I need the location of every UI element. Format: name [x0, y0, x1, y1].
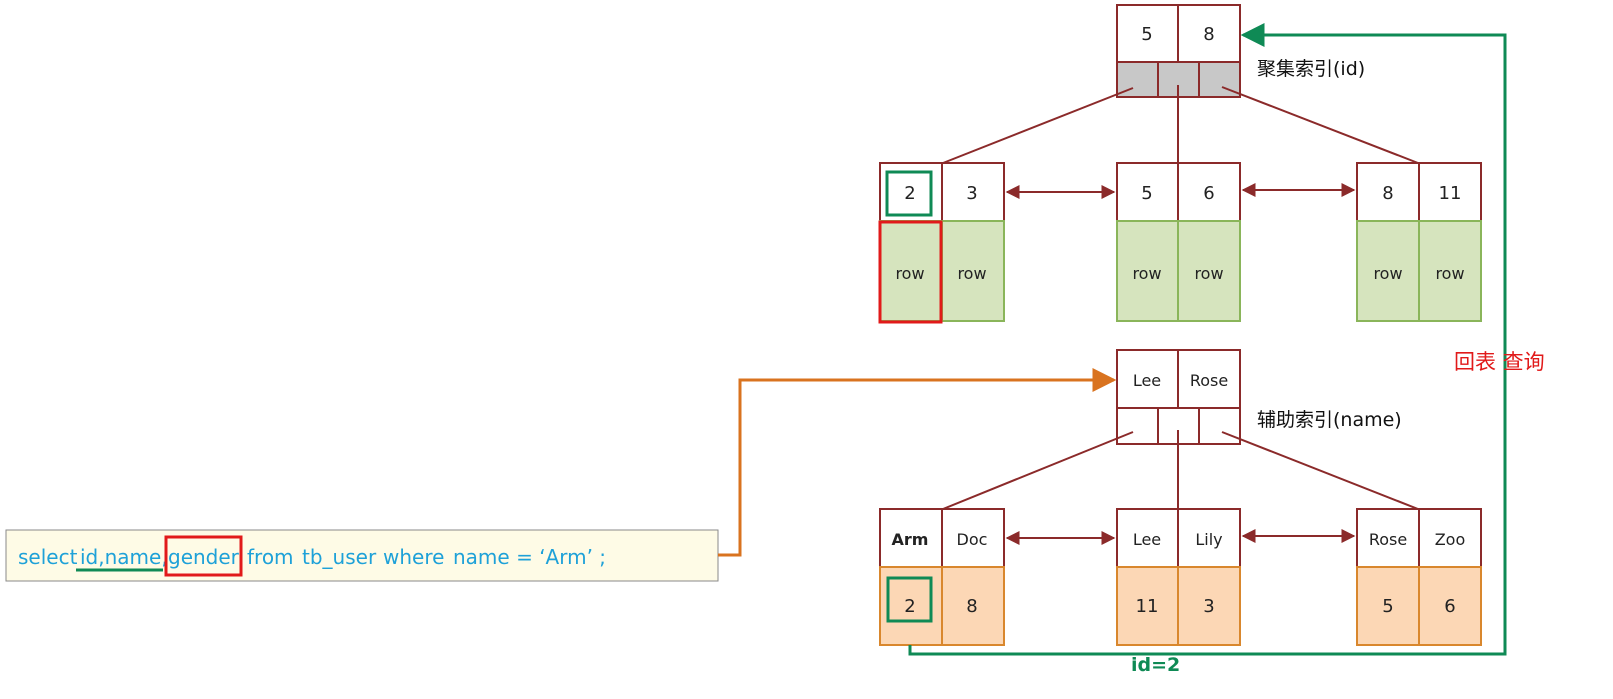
clustered-leaf-key: 6 — [1203, 183, 1214, 204]
sql-table-name: tb_user — [302, 545, 377, 569]
clustered-leaf-node: 5 6 row row — [1116, 162, 1241, 322]
secondary-pointer-lines — [942, 430, 1419, 510]
clustered-pointer-lines — [942, 85, 1419, 164]
clustered-root-key: 8 — [1203, 24, 1214, 45]
secondary-leaf-key: Doc — [957, 530, 988, 549]
secondary-root-node: Lee Rose — [1116, 349, 1241, 445]
secondary-leaf-node: Lee Lily 11 3 — [1116, 508, 1241, 646]
highlight-row — [878, 220, 943, 324]
row-cell: row — [1194, 264, 1223, 283]
id-lookup-label: id=2 — [1131, 654, 1180, 676]
clustered-sibling-arrows — [1005, 183, 1356, 199]
secondary-root-pointers — [1116, 407, 1241, 445]
primary-key-value: 6 — [1444, 596, 1455, 617]
sql-condition: name = ‘Arm’ ; — [453, 545, 606, 569]
secondary-leaf-node: Rose Zoo 5 6 — [1356, 508, 1482, 646]
sql-keyword-where: where — [383, 545, 444, 569]
clustered-leaf-key: 3 — [966, 183, 977, 204]
secondary-leaf-key: Lily — [1195, 530, 1222, 549]
row-cell: row — [1132, 264, 1161, 283]
sql-keyword-from: from — [247, 545, 294, 569]
secondary-index-label: 辅助索引(name) — [1257, 409, 1402, 431]
clustered-index: 5 8 聚集索引(id) 2 3 row row — [878, 4, 1482, 324]
highlight-gender — [164, 535, 243, 577]
back-to-table-arrow — [908, 22, 1507, 656]
highlight-id-key — [885, 170, 933, 217]
sql-column-gender: gender — [168, 545, 240, 569]
secondary-leaf-key: Lee — [1133, 530, 1161, 549]
clustered-leaf-key: 2 — [904, 183, 915, 204]
secondary-leaf-key: Rose — [1369, 530, 1407, 549]
row-cell: row — [1373, 264, 1402, 283]
row-cell: row — [895, 264, 924, 283]
sql-keyword-select: select — [18, 545, 78, 569]
clustered-index-label: 聚集索引(id) — [1257, 58, 1365, 80]
secondary-leaf-node: Arm Doc 2 8 — [879, 508, 1005, 646]
clustered-leaf-key: 8 — [1382, 183, 1393, 204]
primary-key-value: 2 — [904, 596, 915, 617]
primary-key-value: 8 — [966, 596, 977, 617]
query-path-arrow — [718, 368, 1117, 557]
clustered-root-node: 5 8 — [1116, 4, 1241, 98]
highlight-id-value — [886, 576, 933, 623]
secondary-root-key: Rose — [1190, 371, 1228, 390]
sql-statement: select id,name, gender from tb_user wher… — [5, 529, 719, 582]
primary-key-value: 3 — [1203, 596, 1214, 617]
back-to-table-label: 回表 查询 — [1454, 350, 1545, 374]
clustered-leaf-node: 8 11 row row — [1356, 162, 1482, 322]
secondary-root-key: Lee — [1133, 371, 1161, 390]
row-cell: row — [957, 264, 986, 283]
secondary-leaf-key-highlighted: Arm — [892, 530, 929, 549]
secondary-index: Lee Rose 辅助索引(name) Arm Doc 2 8 — [879, 349, 1482, 646]
clustered-leaf-node: 2 3 row row — [878, 162, 1005, 324]
row-cell: row — [1435, 264, 1464, 283]
primary-key-value: 11 — [1136, 596, 1159, 617]
secondary-sibling-arrows — [1005, 529, 1356, 545]
sql-columns-id-name: id,name, — [80, 545, 168, 569]
clustered-leaf-key: 5 — [1141, 183, 1152, 204]
secondary-leaf-key: Zoo — [1435, 530, 1466, 549]
clustered-root-key: 5 — [1141, 24, 1152, 45]
primary-key-value: 5 — [1382, 596, 1393, 617]
clustered-leaf-key: 11 — [1439, 183, 1462, 204]
